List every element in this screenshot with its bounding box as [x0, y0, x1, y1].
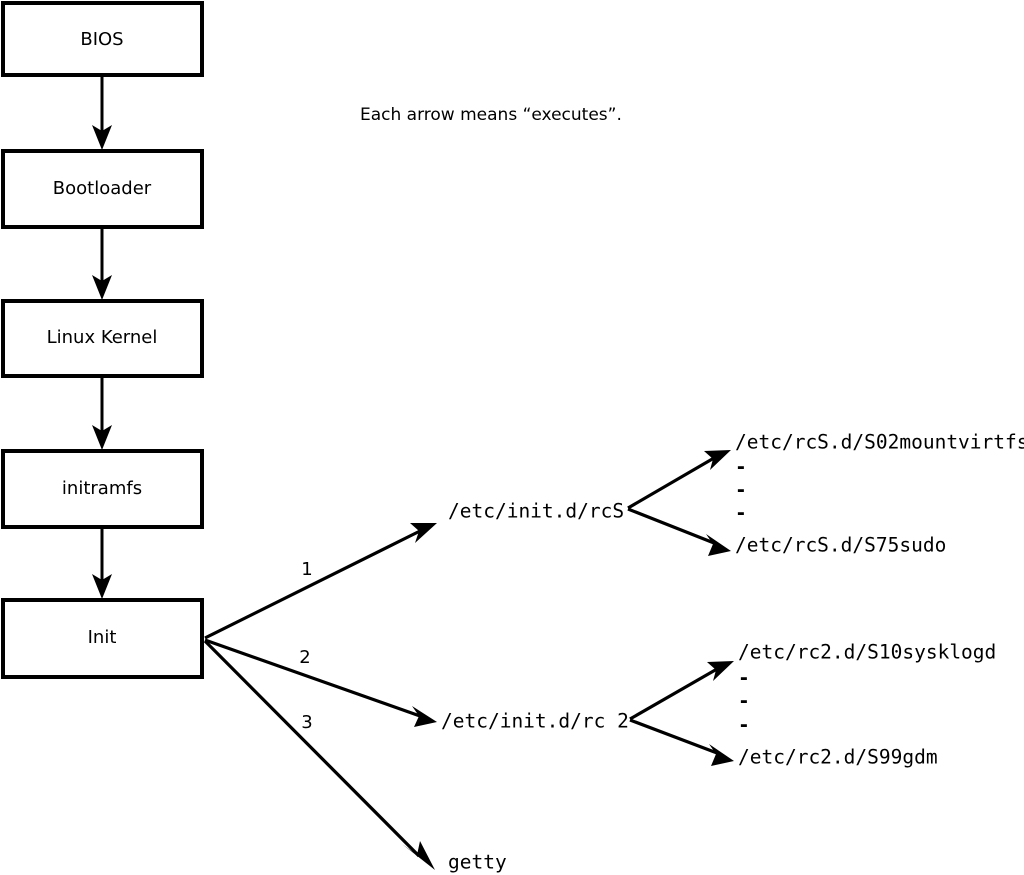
box-bios: BIOS — [1, 1, 204, 77]
arrow-kernel-to-initramfs — [92, 376, 112, 450]
box-initramfs-rect — [1, 449, 204, 529]
edge-label-1: 1 — [301, 559, 312, 580]
arrow-rcS-to-last-target — [627, 507, 731, 556]
box-bootloader: Bootloader — [1, 149, 204, 229]
box-bios-rect — [1, 1, 204, 77]
rc2-target-last: /etc/rc2.d/S99gdm — [738, 746, 938, 769]
box-bios-label: BIOS — [80, 29, 123, 50]
rcS-target-last: /etc/rcS.d/S75sudo — [735, 534, 946, 557]
rcS-ellipsis-dash-2: - — [735, 479, 747, 502]
box-init-label: Init — [88, 627, 117, 648]
arrow-bios-to-bootloader — [92, 75, 112, 150]
box-init: Init — [1, 598, 204, 679]
box-linux-kernel-label: Linux Kernel — [47, 327, 158, 348]
box-bootloader-label: Bootloader — [53, 178, 152, 199]
rcS-ellipsis-dash-1: - — [735, 456, 747, 479]
script-label-getty: getty — [448, 851, 507, 874]
arrow-initramfs-to-init — [92, 527, 112, 599]
rcS-ellipsis-dash-3: - — [735, 502, 747, 525]
edge-label-2: 2 — [299, 647, 310, 668]
box-initramfs-label: initramfs — [62, 478, 142, 499]
arrow-rc2-to-first-target — [629, 661, 734, 721]
box-init-rect — [1, 598, 204, 679]
arrow-init-to-rcS — [204, 523, 437, 640]
arrow-rc2-to-last-target — [629, 718, 734, 766]
arrow-bootloader-to-kernel — [92, 227, 112, 300]
box-initramfs: initramfs — [1, 449, 204, 529]
arrow-init-to-getty — [203, 639, 435, 870]
rc2-ellipsis-dash-1: - — [738, 667, 750, 690]
rc2-ellipsis-dash-2: - — [738, 690, 750, 713]
rcS-target-first: /etc/rcS.d/S02mountvirtfs — [735, 431, 1024, 454]
arrow-init-to-rc2 — [204, 638, 437, 727]
arrow-rcS-to-first-target — [627, 450, 731, 510]
rc2-ellipsis-dash-3: - — [738, 714, 750, 737]
caption-note: Each arrow means “executes”. — [360, 105, 622, 125]
edge-label-3: 3 — [301, 712, 312, 733]
script-label-rc2: /etc/init.d/rc 2 — [441, 710, 629, 733]
script-label-rcS: /etc/init.d/rcS — [448, 500, 624, 523]
rc2-target-first: /etc/rc2.d/S10sysklogd — [738, 641, 996, 664]
box-linux-kernel: Linux Kernel — [1, 299, 204, 378]
